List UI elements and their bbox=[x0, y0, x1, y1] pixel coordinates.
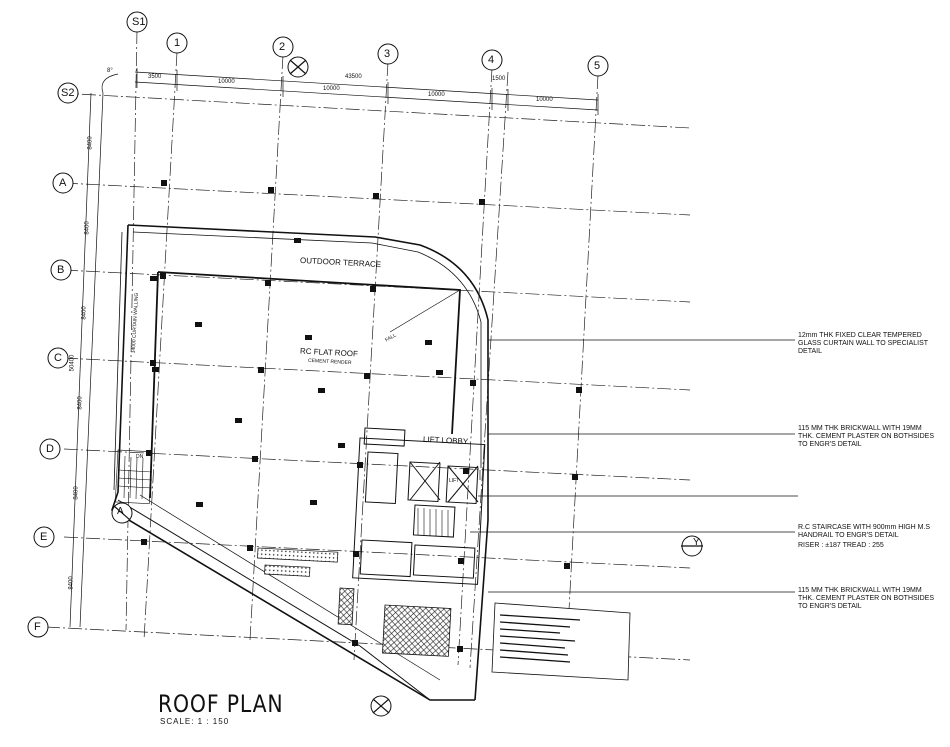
note-staircase-riser: RISER : ±187 TREAD : 255 bbox=[798, 542, 884, 549]
grid-label-a: A bbox=[59, 177, 67, 189]
drawing-scale: SCALE: 1 : 150 bbox=[160, 717, 230, 726]
west-stair bbox=[114, 449, 153, 505]
grid-label-2: 2 bbox=[279, 41, 286, 53]
grid-label-d: D bbox=[46, 443, 54, 455]
section-marker-a: A bbox=[117, 506, 124, 517]
drawing-title: ROOF PLAN bbox=[158, 690, 284, 718]
label-dn: DN bbox=[136, 454, 144, 460]
grid-label-f: F bbox=[34, 621, 41, 633]
grid-label-4: 4 bbox=[488, 54, 495, 66]
dim-top-3: 10000 bbox=[323, 86, 340, 92]
column-bubbles bbox=[126, 11, 609, 77]
north-arrow-marks bbox=[113, 59, 703, 714]
dim-top-4: 10000 bbox=[428, 92, 445, 98]
legend-lines bbox=[499, 614, 581, 663]
dim-left-6: 8400 bbox=[68, 576, 75, 590]
grid-label-e: E bbox=[40, 531, 48, 543]
core-block bbox=[352, 427, 486, 585]
ac-units bbox=[257, 547, 339, 577]
dim-top-6: 1500 bbox=[492, 76, 506, 82]
grid-label-3: 3 bbox=[384, 48, 391, 60]
section-marker-y: Y bbox=[693, 537, 700, 548]
note-glass-curtain-wall: 12mm THK FIXED CLEAR TEMPERED GLASS CURT… bbox=[798, 332, 928, 355]
column-markers bbox=[141, 180, 582, 652]
grid-label-5: 5 bbox=[594, 60, 601, 72]
grid-label-1: 1 bbox=[174, 37, 181, 49]
roof-leader bbox=[389, 289, 461, 333]
grid-label-s2: S2 bbox=[61, 87, 75, 99]
note-brickwall-2: 115 MM THK BRICKWALL WITH 19MM THK. CEME… bbox=[798, 587, 935, 610]
top-dimension-line bbox=[134, 68, 599, 115]
dim-angle: 8° bbox=[107, 68, 113, 74]
roof-fixtures bbox=[150, 238, 443, 507]
legend-box bbox=[491, 602, 631, 681]
dim-left-1: 8400 bbox=[87, 136, 94, 150]
dim-top-5: 10000 bbox=[536, 97, 553, 103]
dim-left-2: 8400 bbox=[84, 221, 91, 235]
row-bubbles bbox=[27, 82, 79, 638]
dim-left-3: 8400 bbox=[81, 306, 88, 320]
dim-top-1: 3500 bbox=[148, 74, 162, 80]
grid-label-b: B bbox=[57, 264, 65, 276]
grid-label-s1: S1 bbox=[132, 16, 146, 28]
note-leaders bbox=[470, 339, 798, 593]
label-lift: LIFT bbox=[449, 478, 460, 484]
hatched-pads bbox=[337, 587, 452, 657]
note-staircase: R.C STAIRCASE WITH 900mm HIGH M.S HANDRA… bbox=[798, 524, 931, 539]
dim-left-overall: 50400 bbox=[69, 354, 76, 372]
dim-left-5: 8400 bbox=[73, 486, 80, 500]
left-dimension-line bbox=[69, 73, 119, 628]
dim-top-2: 10000 bbox=[218, 79, 235, 85]
dim-top-overall: 43500 bbox=[345, 74, 362, 80]
grid-label-c: C bbox=[54, 352, 62, 364]
note-brickwall-1: 115 MM THK BRICKWALL WITH 19MM THK. CEME… bbox=[798, 425, 935, 448]
dim-left-4: 8400 bbox=[77, 396, 84, 410]
grid-lines bbox=[45, 29, 691, 669]
core-stair bbox=[417, 508, 449, 537]
